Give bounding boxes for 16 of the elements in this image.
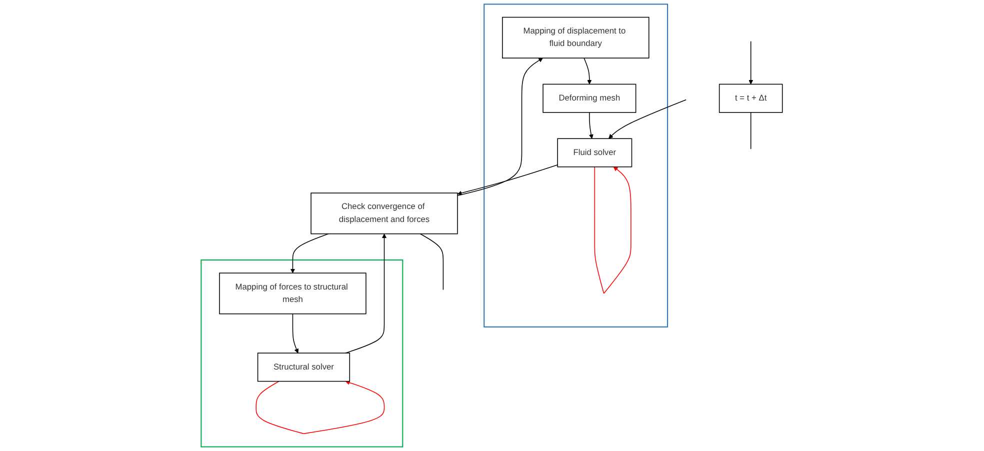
arrow xyxy=(589,112,594,139)
node-label: t = t + Δt xyxy=(735,92,767,105)
node-label: Mapping of forces to structural mesh xyxy=(235,281,350,306)
arrow xyxy=(748,40,754,84)
arrow xyxy=(290,233,330,274)
node-label: Check convergence of displacement and forces xyxy=(338,201,431,226)
node-label: Fluid solver xyxy=(573,147,616,159)
arrow xyxy=(608,99,687,139)
arrow xyxy=(457,58,544,196)
arrow xyxy=(292,313,299,354)
arrow xyxy=(584,58,592,84)
arrow xyxy=(458,164,558,196)
arrow xyxy=(345,234,387,354)
node-label: Mapping of displacement to fluid boundary xyxy=(522,26,627,50)
node-label: Structural solver xyxy=(274,361,334,374)
node-label: Deforming mesh xyxy=(558,92,620,105)
